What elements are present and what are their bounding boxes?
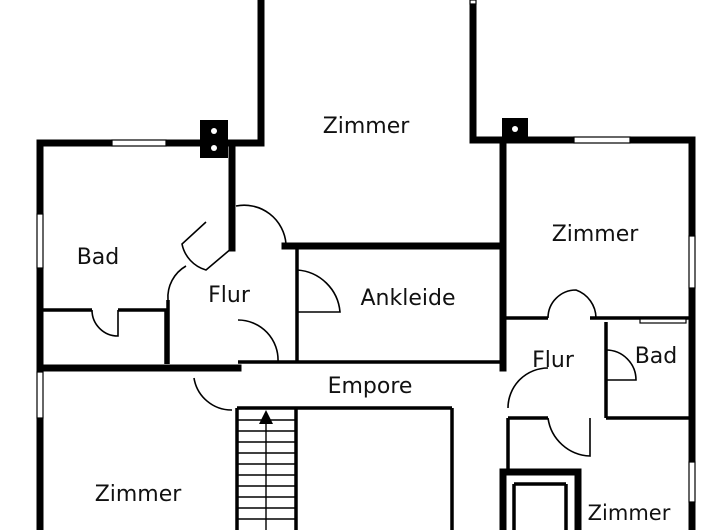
label-bad-right: Bad bbox=[635, 344, 678, 369]
window-left-lower bbox=[36, 371, 44, 419]
stair-arrow-icon bbox=[259, 410, 273, 424]
shaft-right-hole bbox=[512, 126, 518, 132]
door-flur-top bbox=[235, 204, 287, 245]
walls-thin bbox=[40, 244, 692, 530]
window-bay-right-top bbox=[469, 0, 477, 5]
door-right-flur-top bbox=[547, 289, 597, 319]
shaft-left-hole-2 bbox=[211, 145, 217, 151]
window-top-left bbox=[111, 139, 167, 147]
label-bad-left: Bad bbox=[77, 245, 120, 270]
windows bbox=[36, 0, 696, 503]
shaft-left bbox=[200, 120, 228, 158]
door-empore-left bbox=[193, 377, 233, 411]
window-left-upper bbox=[36, 213, 44, 269]
door-right-bad bbox=[605, 349, 637, 381]
shaft-left-hole-1 bbox=[211, 128, 217, 134]
door-bad-left bbox=[181, 221, 233, 271]
window-bad-right-top bbox=[639, 318, 687, 324]
label-zimmer-top: Zimmer bbox=[323, 114, 411, 139]
room-labels: Zimmer Bad Flur Ankleide Zimmer Flur Bad… bbox=[77, 114, 678, 525]
label-flur-left: Flur bbox=[208, 283, 251, 308]
door-closet bbox=[91, 309, 119, 337]
label-zimmer-right: Zimmer bbox=[552, 222, 640, 247]
door-swings bbox=[91, 204, 637, 457]
label-zimmer-bottom-left: Zimmer bbox=[95, 482, 183, 507]
window-right-upper bbox=[688, 235, 696, 289]
door-flur-left bbox=[167, 265, 187, 301]
door-flur-bottom bbox=[237, 319, 279, 363]
door-right-empore bbox=[507, 367, 549, 409]
label-zimmer-bottom-right: Zimmer bbox=[588, 501, 671, 525]
shafts bbox=[200, 118, 528, 158]
label-empore: Empore bbox=[328, 374, 413, 399]
window-right-lower bbox=[688, 461, 696, 503]
door-right-bottom bbox=[547, 417, 591, 457]
label-ankleide: Ankleide bbox=[361, 286, 456, 311]
stair-treads bbox=[237, 414, 296, 530]
window-top-right bbox=[573, 136, 631, 144]
door-ankleide bbox=[296, 269, 341, 313]
label-flur-right: Flur bbox=[532, 348, 575, 373]
